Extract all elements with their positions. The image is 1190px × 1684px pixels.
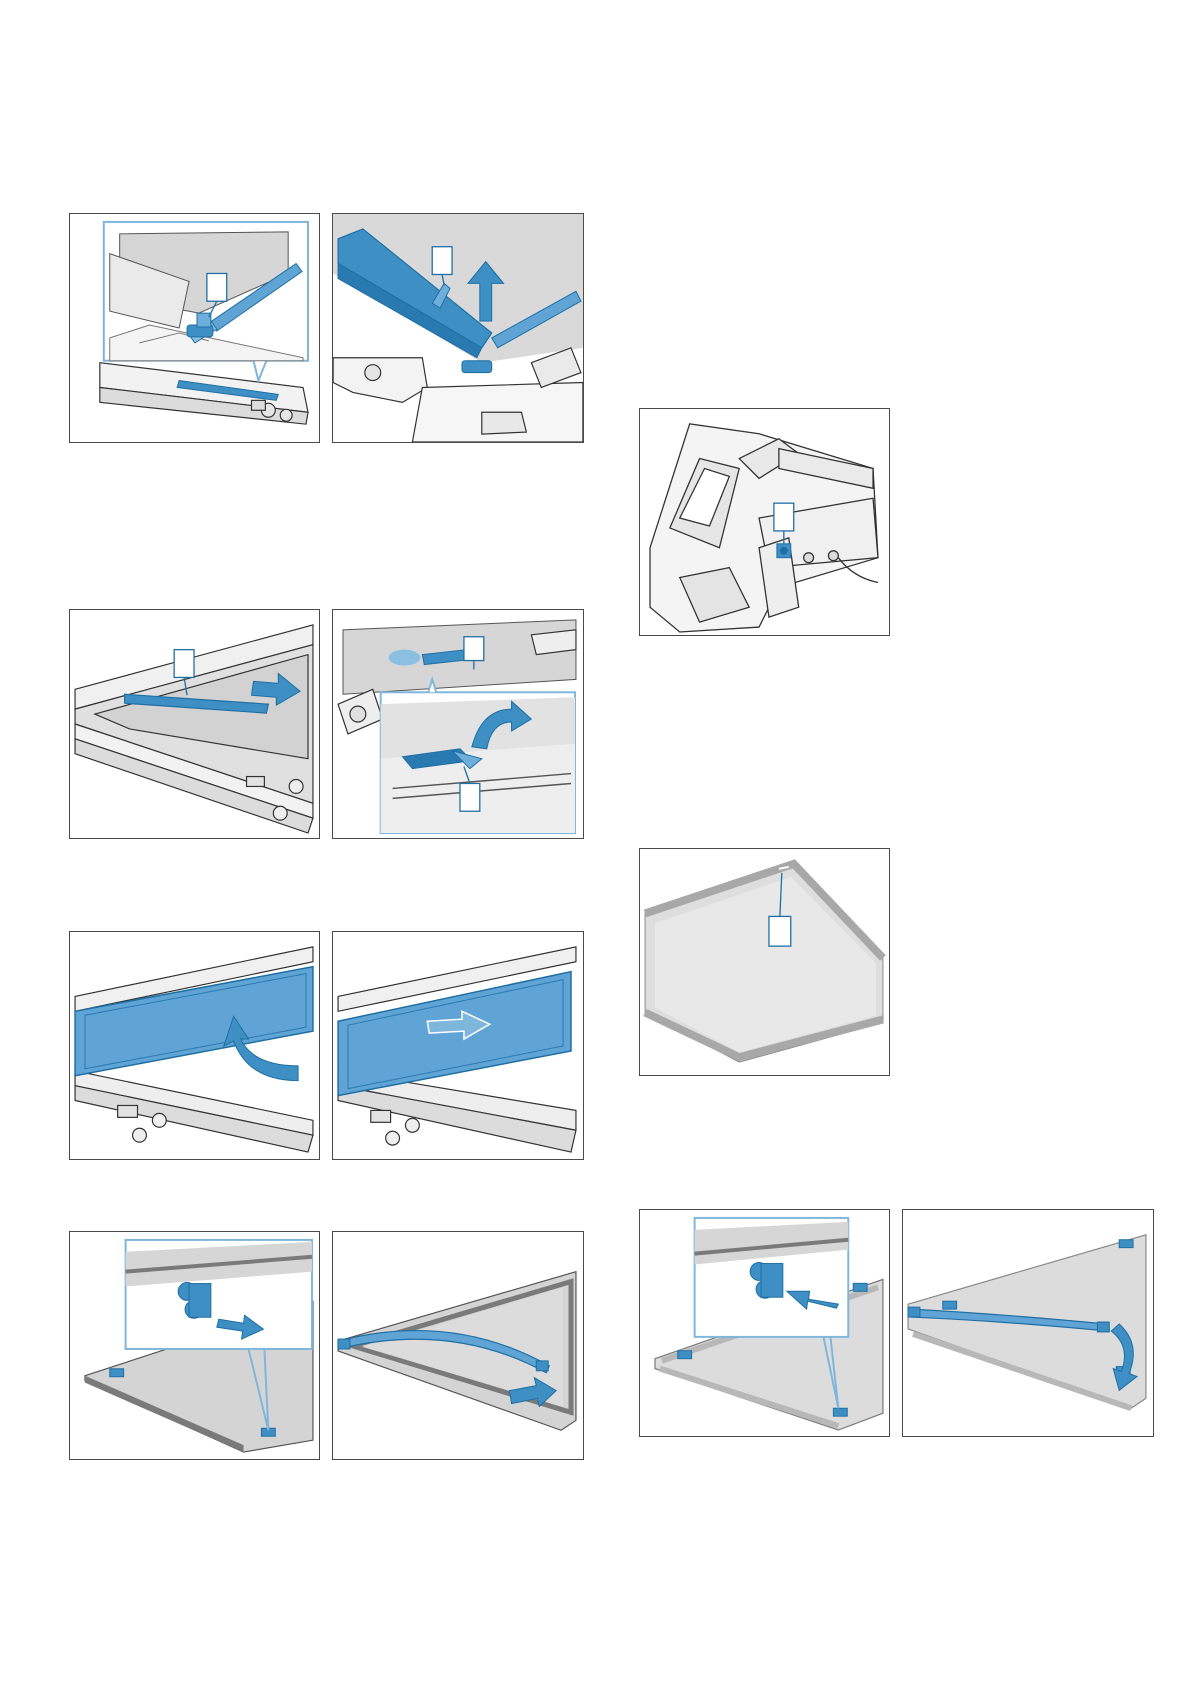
figure-clip-removal: [69, 1231, 320, 1460]
illustration: [70, 1232, 319, 1459]
illustration: [640, 849, 889, 1075]
illustration: [903, 1210, 1153, 1436]
illustration: [333, 932, 583, 1159]
figure-latch-release: [332, 609, 584, 839]
figure-clip-attach: [639, 1209, 890, 1437]
illustration: [333, 1232, 583, 1459]
figure-rail-slide: [69, 609, 320, 839]
hinge-mechanism-icon: [650, 424, 878, 632]
illustration: [333, 610, 583, 838]
screw-icon: [777, 544, 791, 558]
figure-glass-pane-lift: [69, 931, 320, 1160]
illustration: [70, 214, 319, 442]
figure-glass-pane-pull: [332, 931, 584, 1160]
figure-hinge-mechanism: [639, 408, 890, 636]
illustration: [70, 610, 319, 838]
illustration: [640, 409, 889, 635]
figure-glass-marking: [639, 848, 890, 1076]
glass-pane-icon: [338, 1272, 576, 1431]
glass-pane-icon: [645, 864, 883, 1062]
figure-seal-strip-rotate: [902, 1209, 1154, 1437]
figure-cover-strip-lift: [332, 213, 584, 443]
illustration: [333, 214, 583, 442]
figure-hinge-clip-unlock: [69, 213, 320, 443]
zoom-inset-icon: [104, 222, 308, 381]
illustration: [640, 1210, 889, 1436]
figure-seal-strip-pull: [332, 1231, 584, 1460]
illustration: [70, 932, 319, 1159]
